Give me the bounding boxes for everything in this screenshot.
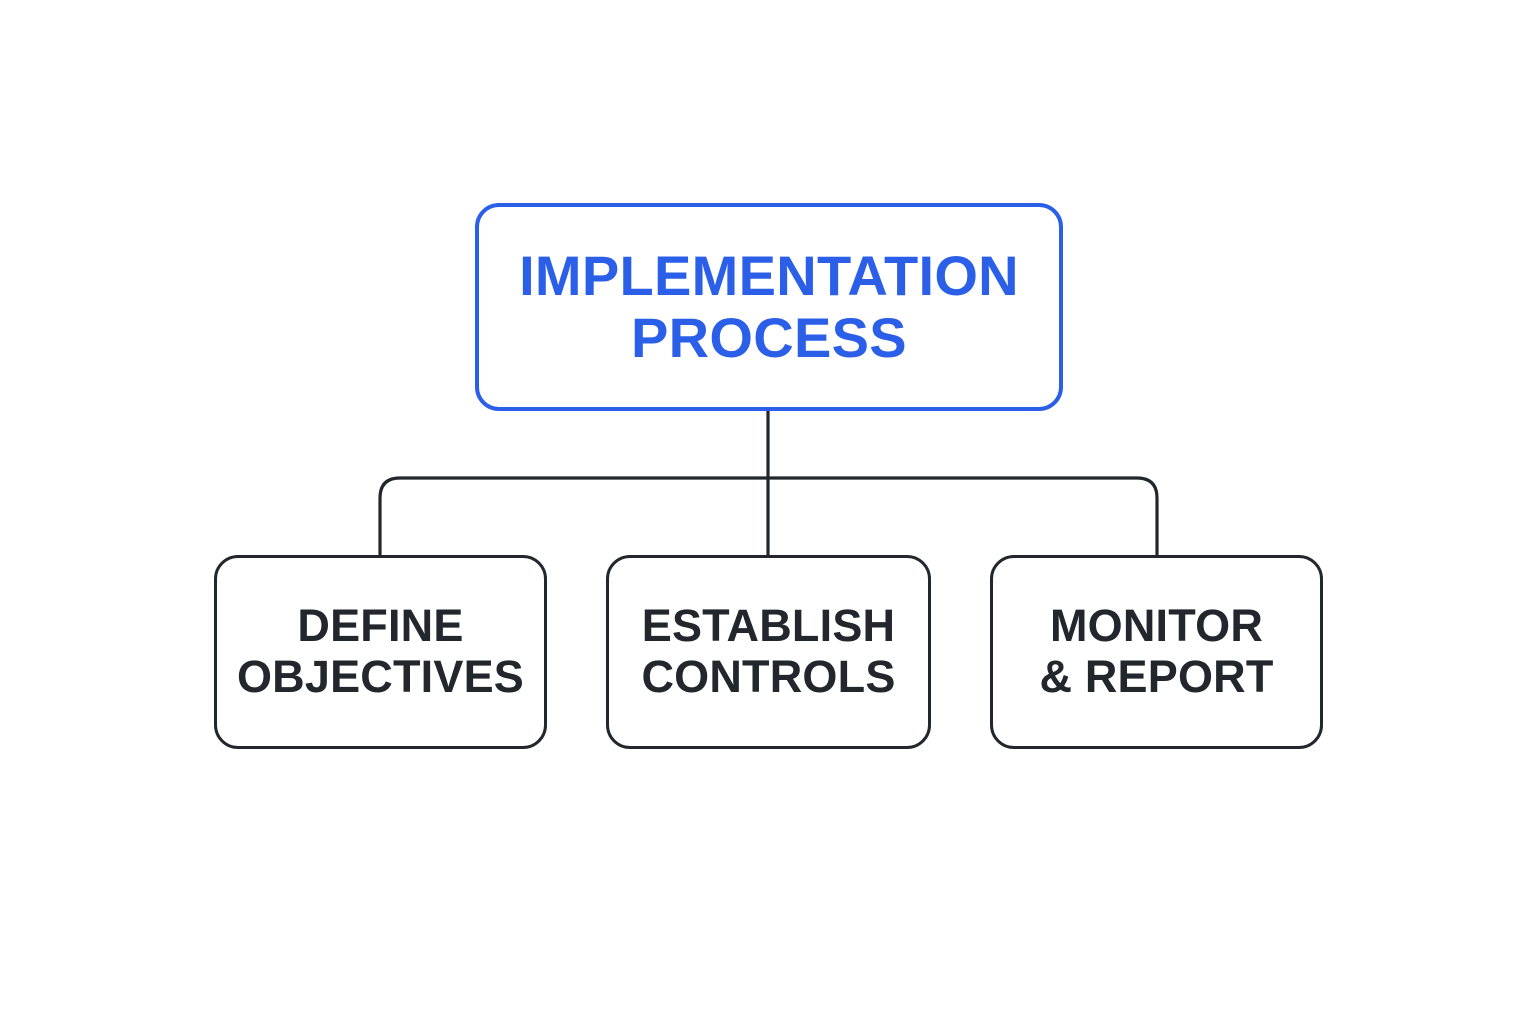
- node-define-objectives[interactable]: DEFINE OBJECTIVES: [214, 555, 547, 749]
- node-monitor-report[interactable]: MONITOR & REPORT: [990, 555, 1323, 749]
- node-label-establish-controls: ESTABLISH CONTROLS: [641, 600, 896, 702]
- node-label-monitor-report: MONITOR & REPORT: [1039, 600, 1274, 702]
- connector-branch-left: [378, 476, 768, 556]
- connector-branch-right: [768, 476, 1159, 556]
- node-establish-controls[interactable]: ESTABLISH CONTROLS: [606, 555, 931, 749]
- node-label-implementation-process: IMPLEMENTATION PROCESS: [519, 243, 1019, 369]
- node-label-define-objectives: DEFINE OBJECTIVES: [236, 600, 525, 702]
- node-implementation-process[interactable]: IMPLEMENTATION PROCESS: [475, 203, 1063, 411]
